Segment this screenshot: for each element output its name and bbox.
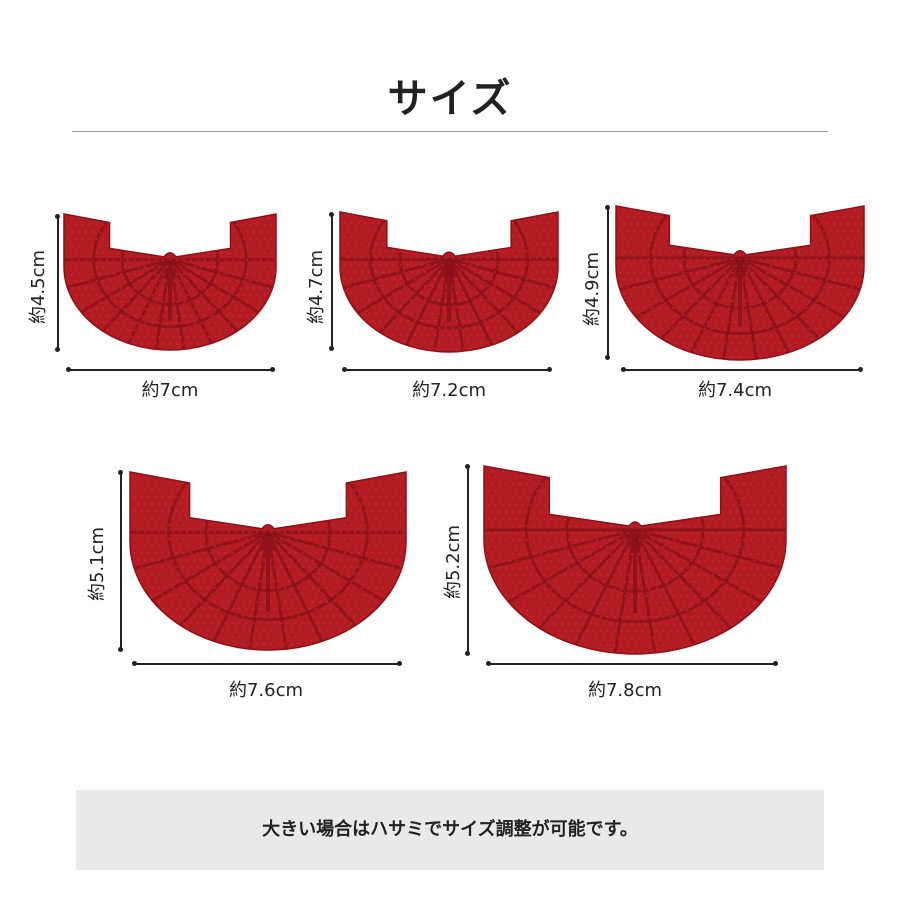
width-dimension-line bbox=[344, 369, 550, 371]
page-title: サイズ bbox=[387, 76, 513, 122]
dimension-end-dot bbox=[66, 367, 71, 372]
dimension-end-dot bbox=[858, 367, 863, 372]
note-text: 大きい場合はハサミでサイズ調整が可能です。 bbox=[262, 819, 638, 840]
width-dimension-line bbox=[488, 663, 776, 665]
dimension-end-dot bbox=[465, 651, 470, 656]
dimension-end-dot bbox=[397, 661, 402, 666]
dimension-end-dot bbox=[329, 212, 334, 217]
width-label: 約7.2cm bbox=[411, 380, 487, 401]
width-dimension-line bbox=[68, 369, 274, 371]
heel-pad-image bbox=[63, 213, 277, 351]
width-label: 約7.8cm bbox=[587, 680, 663, 701]
width-label: 約7.6cm bbox=[228, 680, 304, 701]
heel-pad-image bbox=[483, 465, 787, 655]
dimension-end-dot bbox=[486, 661, 491, 666]
dimension-end-dot bbox=[329, 346, 334, 351]
height-label: 約4.9cm bbox=[582, 251, 603, 327]
height-dimension-line bbox=[607, 207, 609, 359]
width-label: 約7.4cm bbox=[697, 380, 773, 401]
height-label: 約5.2cm bbox=[443, 524, 464, 600]
width-dimension-line bbox=[623, 369, 861, 371]
dimension-end-dot bbox=[132, 661, 137, 666]
dimension-end-dot bbox=[55, 214, 60, 219]
dimension-end-dot bbox=[55, 347, 60, 352]
height-label: 約5.1cm bbox=[87, 526, 108, 602]
dimension-end-dot bbox=[342, 367, 347, 372]
dimension-end-dot bbox=[270, 367, 275, 372]
dimension-end-dot bbox=[605, 355, 610, 360]
height-dimension-line bbox=[467, 466, 469, 654]
heel-pad-image bbox=[615, 205, 865, 361]
height-label: 約4.7cm bbox=[306, 249, 327, 325]
width-dimension-line bbox=[134, 663, 400, 665]
note-box: 大きい場合はハサミでサイズ調整が可能です。 bbox=[76, 790, 824, 870]
height-dimension-line bbox=[57, 216, 59, 350]
dimension-end-dot bbox=[465, 464, 470, 469]
height-dimension-line bbox=[120, 472, 122, 650]
dimension-end-dot bbox=[118, 647, 123, 652]
width-label: 約7cm bbox=[141, 380, 199, 401]
dimension-end-dot bbox=[773, 661, 778, 666]
heel-pad-image bbox=[129, 471, 407, 651]
dimension-end-dot bbox=[605, 205, 610, 210]
dimension-end-dot bbox=[547, 367, 552, 372]
heel-pad-image bbox=[339, 211, 559, 353]
dimension-end-dot bbox=[118, 470, 123, 475]
title-divider bbox=[72, 131, 828, 132]
height-label: 約4.5cm bbox=[28, 249, 49, 325]
height-dimension-line bbox=[331, 214, 333, 349]
dimension-end-dot bbox=[621, 367, 626, 372]
